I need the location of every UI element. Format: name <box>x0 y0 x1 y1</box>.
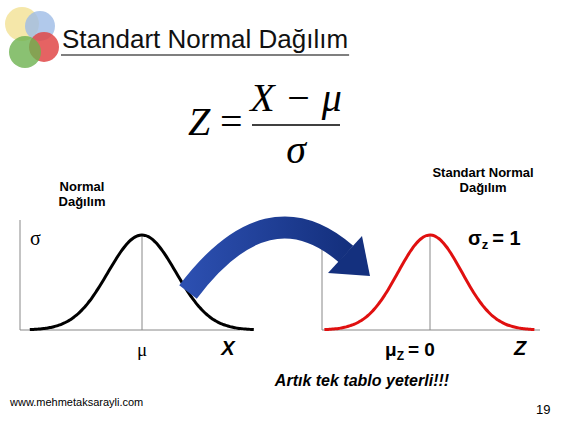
x-axis <box>322 330 540 331</box>
logo <box>5 7 59 68</box>
x-axis <box>20 330 240 331</box>
formula-numerator: X − μ <box>250 78 342 118</box>
normal-plot <box>20 220 254 330</box>
mean-value: = 0 <box>408 340 435 359</box>
formula-symbol: Z <box>188 102 210 142</box>
arrow-head <box>328 236 370 276</box>
fraction-bar <box>252 124 340 126</box>
sigma-label: σ <box>468 228 482 248</box>
slide-title: Standart Normal Dağılım <box>62 26 348 52</box>
axis-label: X <box>221 338 234 358</box>
title-underline <box>61 54 349 55</box>
standard-normal-curve <box>324 235 534 330</box>
mean-label: μ <box>385 340 397 359</box>
arrow-body <box>188 227 346 292</box>
mean-line <box>142 235 143 330</box>
page-number: 19 <box>536 403 550 416</box>
slide-note: Artık tek tablo yeterli!!! <box>275 373 449 389</box>
plot-heading: Normal Dağılım <box>51 180 113 210</box>
y-axis <box>20 220 21 330</box>
website: www.mehmetaksarayli.com <box>10 397 143 408</box>
sigma-value: = 1 <box>492 228 520 248</box>
sigma-label: σ <box>30 228 41 248</box>
subscript: z <box>482 238 489 251</box>
standard-normal-plot <box>322 228 540 330</box>
mean-label: μ <box>137 340 147 359</box>
formula-symbol: = <box>220 102 243 142</box>
formula-denominator: σ <box>286 130 306 170</box>
plot-heading: Standart Normal Dağılım <box>421 166 545 196</box>
axis-label: Z <box>514 338 526 358</box>
mean-line <box>430 235 431 330</box>
subscript: Z <box>397 350 404 362</box>
transform-arrow <box>188 227 370 292</box>
logo-circle <box>9 36 41 68</box>
